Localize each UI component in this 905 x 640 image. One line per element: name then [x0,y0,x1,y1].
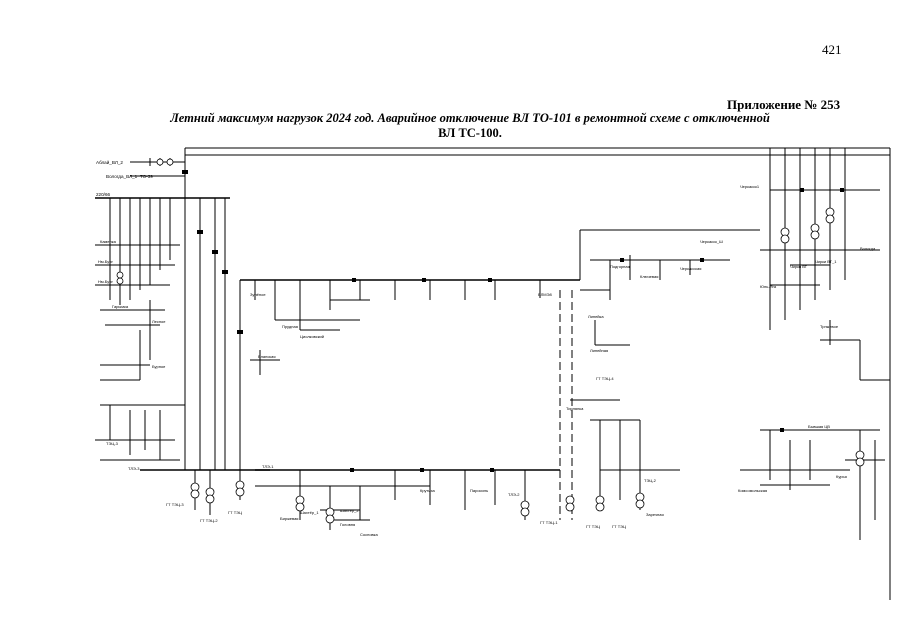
label-r1: Черкасск1 [740,184,760,189]
diagram-title: Летний максимум нагрузок 2024 год. Авари… [140,111,800,141]
label-n7: ТЭЦ-2 [644,478,657,483]
scheme-labels: Аблай_ВЛ_2 Вологда_ВЛ_1 ТО-39 220/66 Кам… [96,159,876,537]
label-m7: Линейная [590,348,608,353]
label-r6: Трнжевое [820,324,839,329]
label-b1: ТЛЭ-3 [128,466,140,471]
label-a1: Каменка [100,239,117,244]
label-a6: Бурное [152,364,166,369]
label-n1: ГТ ТЭЦ-4 [596,376,614,381]
title-line-2: ВЛ ТС-100. [438,126,502,140]
scheme-wires [95,147,891,600]
label-b13: Комсомольская [738,488,767,493]
label-top3: ТО-39 [140,174,153,179]
label-a3: Нм.Бург [98,279,113,284]
label-m6: Линейка [588,314,604,319]
label-b6: ГТ ТЭЦ [228,510,242,515]
label-b10: Заречная [646,512,664,517]
label-b14: Головня [340,522,355,527]
label-a4: Гарымка [112,304,129,309]
label-b17: Шахтёр_2 [340,508,359,513]
label-a2: Нм.Бург [98,259,113,264]
label-n8: Курья [836,474,847,479]
label-r2: Черкасск_Ш [700,239,723,244]
label-b2: ТЛЭ-1 [262,464,274,469]
label-r4: Чирки ВТ_1 [815,259,837,264]
label-b12: Бывшая ЦВ [808,424,830,429]
label-m2: Прудная [282,324,298,329]
label-b9: ГТ ТЭЦ [612,524,626,529]
label-n4: Подгорная [610,264,630,269]
label-n3: Паросиль [470,488,488,493]
label-m5: ВЛМЭ8 [538,292,552,297]
label-b4: ГТ ТЭЦ-3 [166,502,184,507]
label-m3: Циолковский [300,334,324,339]
label-top1: Аблай_ВЛ_2 [96,159,123,165]
label-b5: ГТ ТЭЦ-2 [200,518,218,523]
label-m4: Бланская [258,354,276,359]
label-a5: Лесное [152,319,166,324]
label-r8: Черкасская [680,266,701,271]
label-n2: Крутиха [420,488,436,493]
label-b8: ГТ ТЭЦ [586,524,600,529]
label-b11: Биржевая [280,516,298,521]
label-b15: Сосновка [360,532,379,537]
label-b18: Тирлянка [566,406,584,411]
scheme-transformers [116,158,865,524]
scheme-breakers [182,170,844,472]
label-n5: Ключевая [640,274,658,279]
label-bus1: 220/66 [96,192,110,197]
page-number: 421 [822,42,842,57]
title-line-1: Летний максимум нагрузок 2024 год. Авари… [170,111,770,125]
label-b16: Шахтёр_1 [300,510,319,515]
label-b3: ТЛЭ-2 [508,492,520,497]
label-b7: ГТ ТЭЦ-1 [540,520,558,525]
label-top2: Вологда_ВЛ_1 [106,174,138,179]
appendix-label: Приложение № 253 [727,97,841,112]
label-m1: Зулёное [250,292,266,297]
label-r3: Чирки ВТ [790,264,808,269]
label-r7: Вологда [860,246,876,251]
label-n6: ТЭЦ-3 [106,441,119,446]
label-r5: Юнь-Яга [760,284,777,289]
